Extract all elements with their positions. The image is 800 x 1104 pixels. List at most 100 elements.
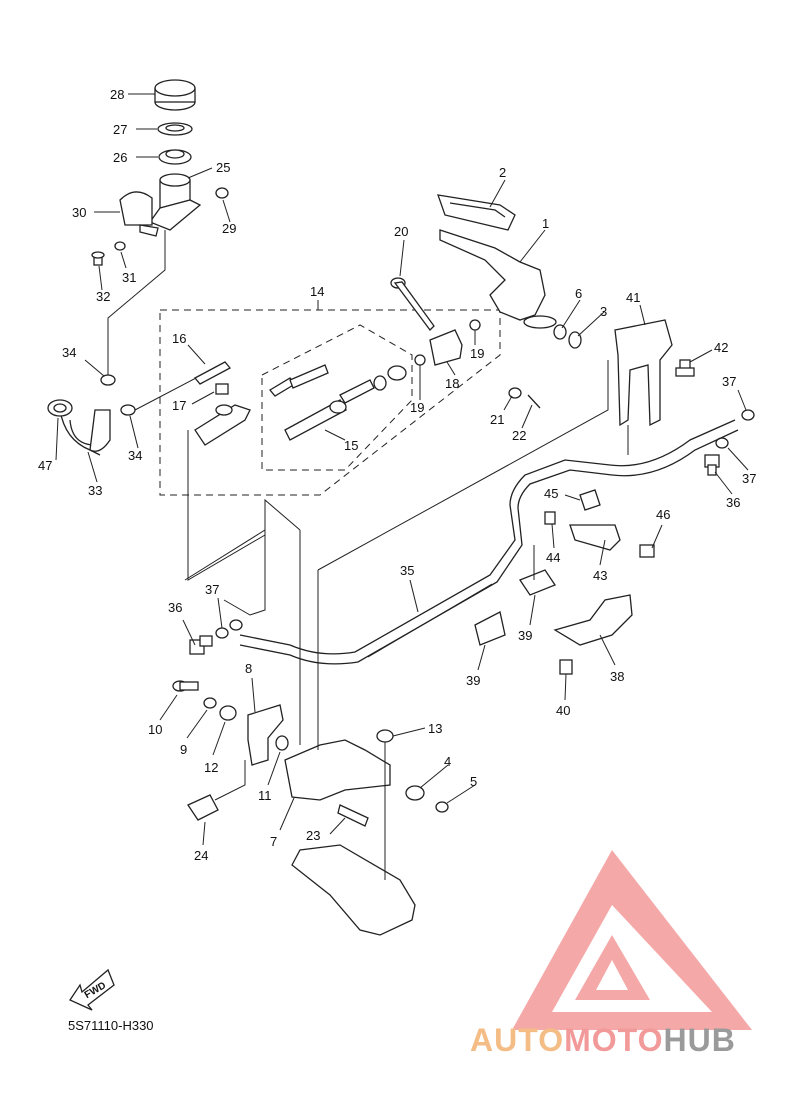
clamp-39-b <box>474 611 506 646</box>
callout-46: 46 <box>656 507 670 522</box>
callout-29: 29 <box>222 221 236 236</box>
washer-21 <box>508 387 522 399</box>
washer-37-a <box>741 409 755 421</box>
callout-45: 45 <box>544 486 558 501</box>
callout-13: 13 <box>428 721 442 736</box>
callout-4: 4 <box>444 754 451 769</box>
clamp-47 <box>47 399 73 417</box>
callout-16: 16 <box>172 331 186 346</box>
callout-39-b: 39 <box>466 673 480 688</box>
piston-kit-15 <box>269 364 407 441</box>
washer-6 <box>553 324 567 340</box>
callout-1: 1 <box>542 216 549 231</box>
bolt-44 <box>544 511 556 525</box>
bolt-10 <box>172 680 199 692</box>
brake-hose-35 <box>239 419 739 665</box>
callout-33: 33 <box>88 483 102 498</box>
washer-31 <box>114 241 126 251</box>
bracket-41 <box>614 319 673 427</box>
clamp-34-a <box>100 374 116 386</box>
collar-11 <box>275 735 289 751</box>
master-cylinder-body <box>194 404 251 446</box>
cotter-pin-22 <box>527 394 541 409</box>
washer-37-d <box>229 619 243 631</box>
callout-40: 40 <box>556 703 570 718</box>
callout-17: 17 <box>172 398 186 413</box>
screw-32 <box>91 251 105 266</box>
washer-19-a <box>469 319 481 331</box>
bolt-20 <box>390 277 435 331</box>
callout-19-b: 19 <box>410 400 424 415</box>
hose-33 <box>59 409 111 456</box>
diaphragm-26 <box>158 149 192 165</box>
callout-18: 18 <box>445 376 459 391</box>
callout-5: 5 <box>470 774 477 789</box>
callout-20: 20 <box>394 224 408 239</box>
callout-labels: 28 27 26 25 29 30 31 32 34 47 34 33 16 1… <box>38 87 756 863</box>
callout-9: 9 <box>180 742 187 757</box>
callout-25: 25 <box>216 160 230 175</box>
callout-38: 38 <box>610 669 624 684</box>
leader-lines <box>55 93 749 880</box>
fwd-arrow-icon: FWD <box>69 968 115 1011</box>
callout-2: 2 <box>499 165 506 180</box>
callout-6: 6 <box>575 286 582 301</box>
callout-7: 7 <box>270 834 277 849</box>
assembly-outline-15 <box>261 324 413 471</box>
callout-36-b: 36 <box>168 600 182 615</box>
callout-39: 39 <box>518 628 532 643</box>
callout-21: 21 <box>490 412 504 427</box>
callout-37-c: 37 <box>205 582 219 597</box>
washer-19-b <box>414 354 426 366</box>
bolt-36-b <box>189 635 213 655</box>
callout-34-b: 34 <box>128 448 142 463</box>
callout-43: 43 <box>593 568 607 583</box>
hose-guide-line <box>367 583 493 658</box>
reservoir-25 <box>148 173 202 231</box>
callout-22: 22 <box>512 428 526 443</box>
washer-9 <box>203 697 217 709</box>
callout-14: 14 <box>310 284 324 299</box>
callout-30: 30 <box>72 205 86 220</box>
grommet-12 <box>219 705 237 721</box>
washer-37-c <box>215 627 229 639</box>
bolt-23 <box>337 804 369 827</box>
callout-11: 11 <box>258 788 272 803</box>
callout-37: 37 <box>722 374 736 389</box>
bracket-8 <box>247 704 284 766</box>
bolt-42 <box>675 359 695 377</box>
callout-32: 32 <box>96 289 110 304</box>
callout-19: 19 <box>470 346 484 361</box>
pin-16 <box>193 361 232 385</box>
cover-30 <box>119 191 159 237</box>
callout-36: 36 <box>726 495 740 510</box>
callout-28: 28 <box>110 87 124 102</box>
clamp-34-b <box>120 404 136 416</box>
joint-18 <box>429 329 463 366</box>
bracket-7 <box>284 739 391 801</box>
callout-12: 12 <box>204 760 218 775</box>
plate-27 <box>157 122 193 136</box>
callout-27: 27 <box>113 122 127 137</box>
callout-41: 41 <box>626 290 640 305</box>
clip-45 <box>579 489 601 511</box>
washer-4 <box>405 785 425 801</box>
callout-23: 23 <box>306 828 320 843</box>
callout-3: 3 <box>600 304 607 319</box>
callout-47: 47 <box>38 458 52 473</box>
bolt-40 <box>559 659 573 675</box>
callout-8: 8 <box>245 661 252 676</box>
callout-35: 35 <box>400 563 414 578</box>
brand-part-moto: MOTO <box>564 1022 664 1058</box>
clip-24 <box>187 794 219 821</box>
brand-part-auto: AUTO <box>470 1022 565 1058</box>
callout-42: 42 <box>714 340 728 355</box>
bolt-46 <box>639 544 655 558</box>
callout-31: 31 <box>122 270 136 285</box>
clip-5 <box>435 801 449 813</box>
diagram-code: 5S71110-H330 <box>68 1018 154 1033</box>
callout-10: 10 <box>148 722 162 737</box>
callout-44: 44 <box>546 550 560 565</box>
callout-37-b: 37 <box>742 471 756 486</box>
